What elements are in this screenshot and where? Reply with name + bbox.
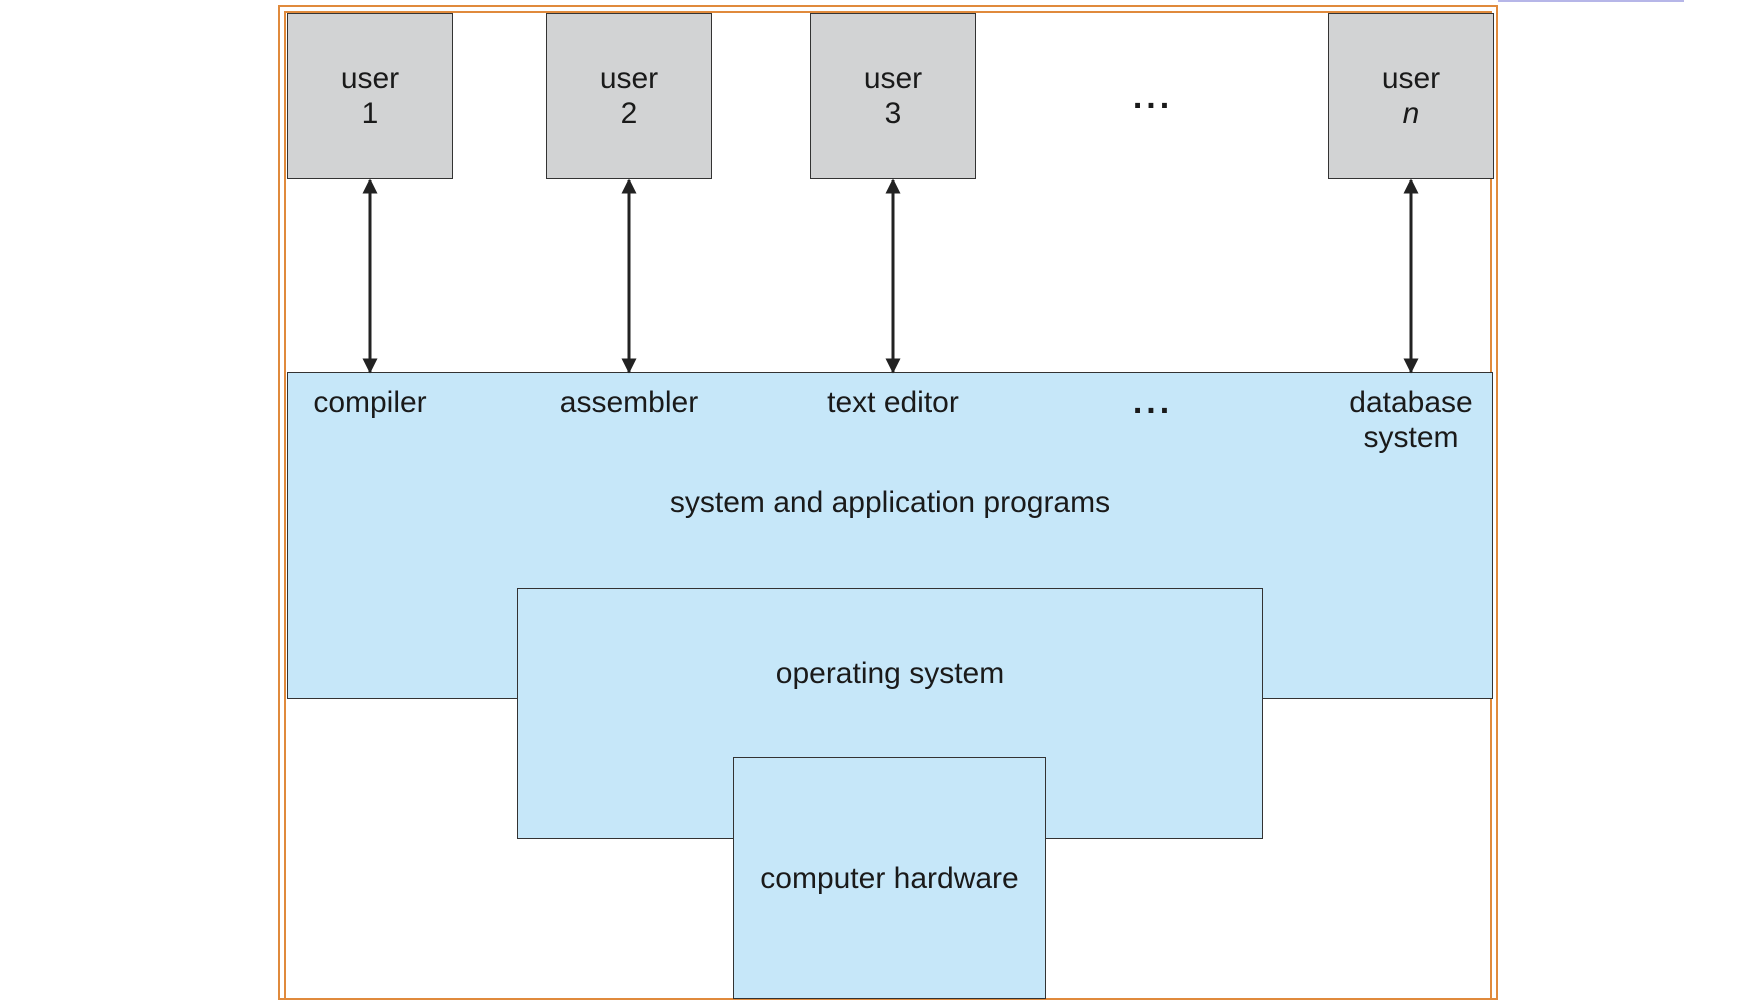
user-box-1: user 1	[287, 13, 453, 179]
user-label: user	[599, 62, 659, 95]
user-box-n: user n	[1328, 13, 1494, 179]
apps-layer-label: system and application programs	[669, 486, 1111, 519]
text-editor-label: text editor	[827, 386, 959, 419]
user-label: user	[340, 62, 400, 95]
hardware-layer-label: computer hardware	[760, 862, 1019, 895]
os-layer-label: operating system	[775, 657, 1005, 690]
user-label: user	[863, 62, 923, 95]
assembler-label: assembler	[559, 386, 699, 419]
user-number: 2	[620, 97, 638, 130]
computer-hardware-layer	[733, 757, 1046, 999]
user-number: 1	[361, 97, 379, 130]
user-box-3: user 3	[810, 13, 976, 179]
user-number: 3	[884, 97, 902, 130]
programs-ellipsis: ...	[1132, 383, 1174, 421]
database-system-label: database system	[1331, 385, 1491, 455]
compiler-label: compiler	[313, 386, 427, 419]
outer-frame	[278, 5, 1498, 1000]
user-box-2: user 2	[546, 13, 712, 179]
user-label: user	[1381, 62, 1441, 95]
corner-line	[1498, 0, 1684, 2]
users-ellipsis: ...	[1132, 78, 1174, 116]
database-label-line2: system	[1363, 421, 1459, 454]
user-number: n	[1402, 97, 1420, 130]
database-label-line1: database	[1349, 386, 1473, 419]
